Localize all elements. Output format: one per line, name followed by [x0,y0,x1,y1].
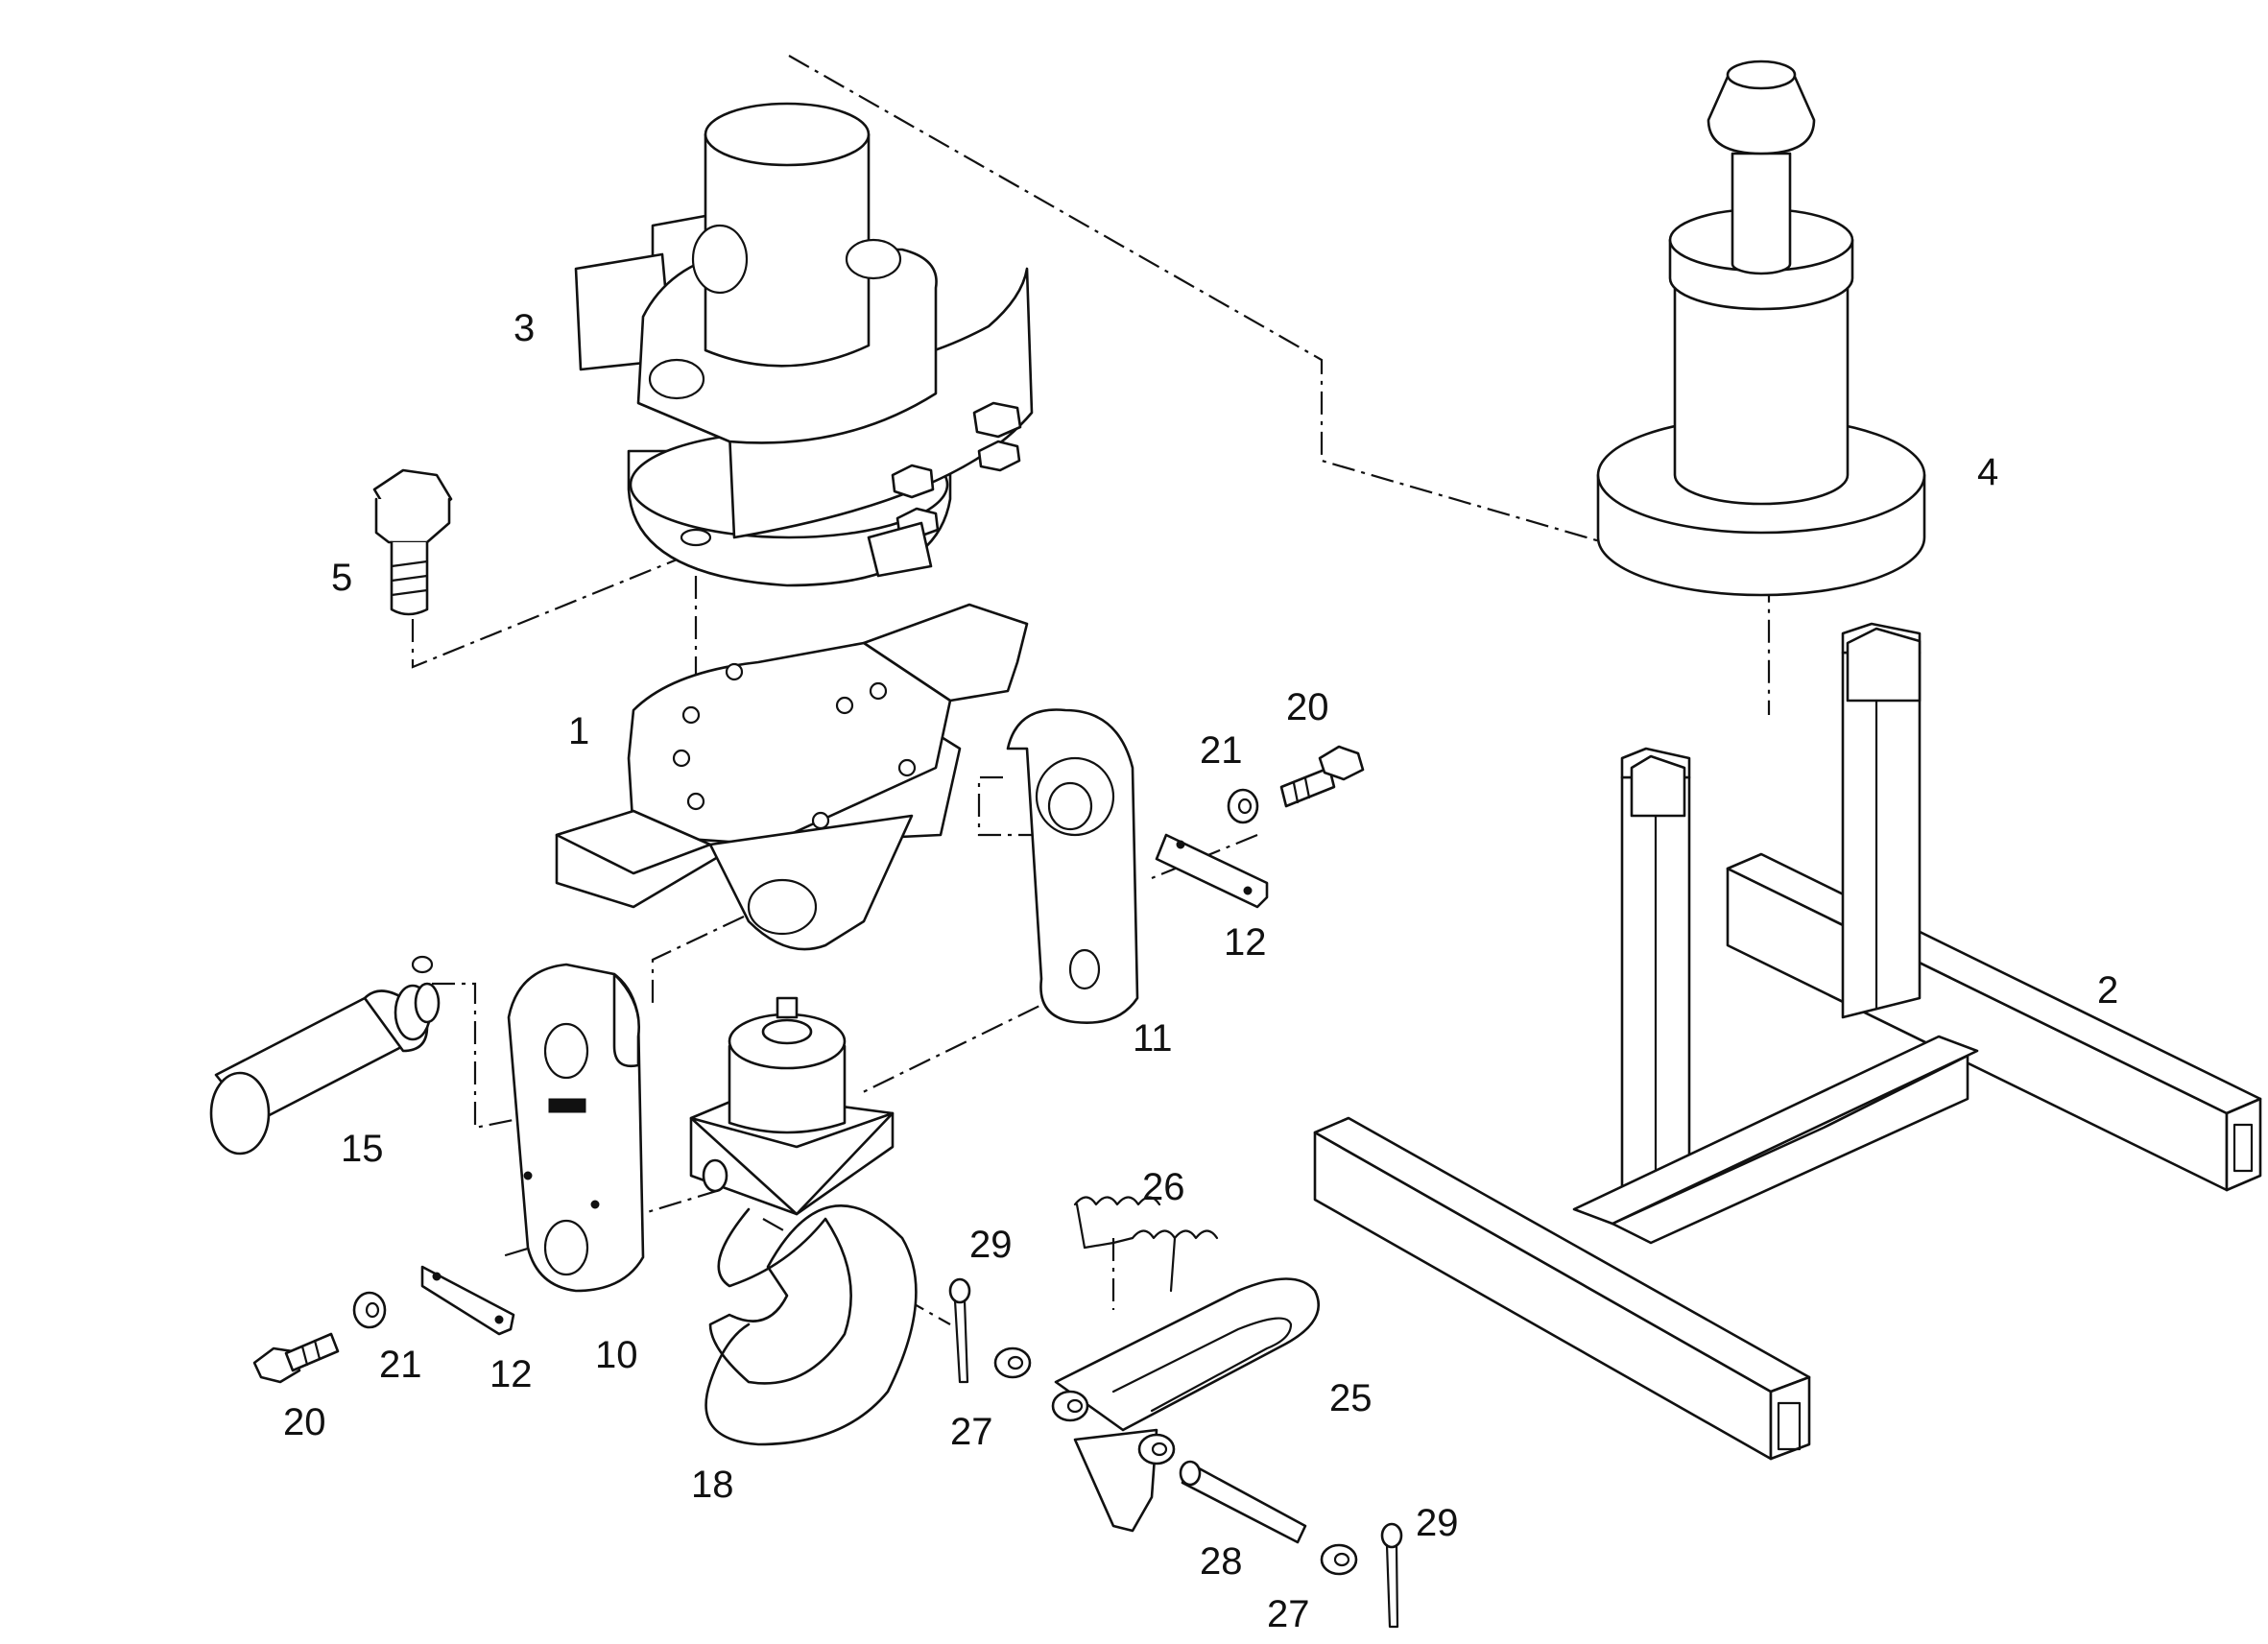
callout-12-right: 12 [1224,921,1267,964]
part-10-link-plate [507,963,645,1293]
part-12-left-link-bar [420,1265,515,1336]
callout-20-left: 20 [283,1401,326,1443]
part-21-right-washer [1227,788,1259,824]
part-29-left-cotter-pin [948,1277,971,1384]
part-18-hook [689,996,918,1446]
callout-20-right: 20 [1286,686,1329,728]
callout-5: 5 [331,557,352,599]
part-5-bolt [372,468,453,616]
callout-10: 10 [595,1334,638,1376]
part-1-hook-plate [555,603,1029,951]
part-3-swivel-head [574,102,1034,587]
part-15-hinge-pin [209,955,441,1156]
callout-15: 15 [341,1128,384,1170]
callout-11: 11 [1133,1017,1173,1060]
callout-4: 4 [1977,451,1998,493]
part-29-right-cotter-pin [1380,1522,1403,1629]
part-28-pin [1179,1460,1307,1544]
callout-27-left: 27 [950,1411,993,1453]
callout-25: 25 [1329,1377,1373,1419]
callout-18: 18 [691,1464,734,1506]
callout-1: 1 [568,710,589,752]
part-21-left-washer [352,1291,387,1329]
callout-29-left: 29 [969,1224,1013,1266]
callout-28: 28 [1200,1540,1243,1583]
part-27-left-washer [993,1346,1032,1379]
part-2-stand [1313,622,2262,1461]
part-25-latch [1051,1277,1321,1533]
callout-27-right: 27 [1267,1593,1310,1635]
callout-12-left: 12 [489,1353,533,1395]
callout-labels: 1 2 3 4 5 10 11 12 12 15 18 20 20 21 21 … [283,307,2118,1635]
callout-21-right: 21 [1200,729,1243,772]
part-27-right-washer [1320,1543,1358,1576]
callout-2: 2 [2097,969,2118,1012]
part-4-lifting-adapter [1596,60,1926,597]
part-20-left-bolt [252,1332,340,1384]
callout-3: 3 [513,307,535,349]
part-26-springs [1073,1196,1219,1293]
callout-29-right: 29 [1416,1502,1459,1544]
part-20-right-bolt [1279,745,1365,808]
part-12-right-link-bar [1155,833,1269,909]
callout-21-left: 21 [379,1344,422,1386]
callout-26: 26 [1142,1166,1185,1208]
part-11-link-plate [1006,708,1139,1024]
